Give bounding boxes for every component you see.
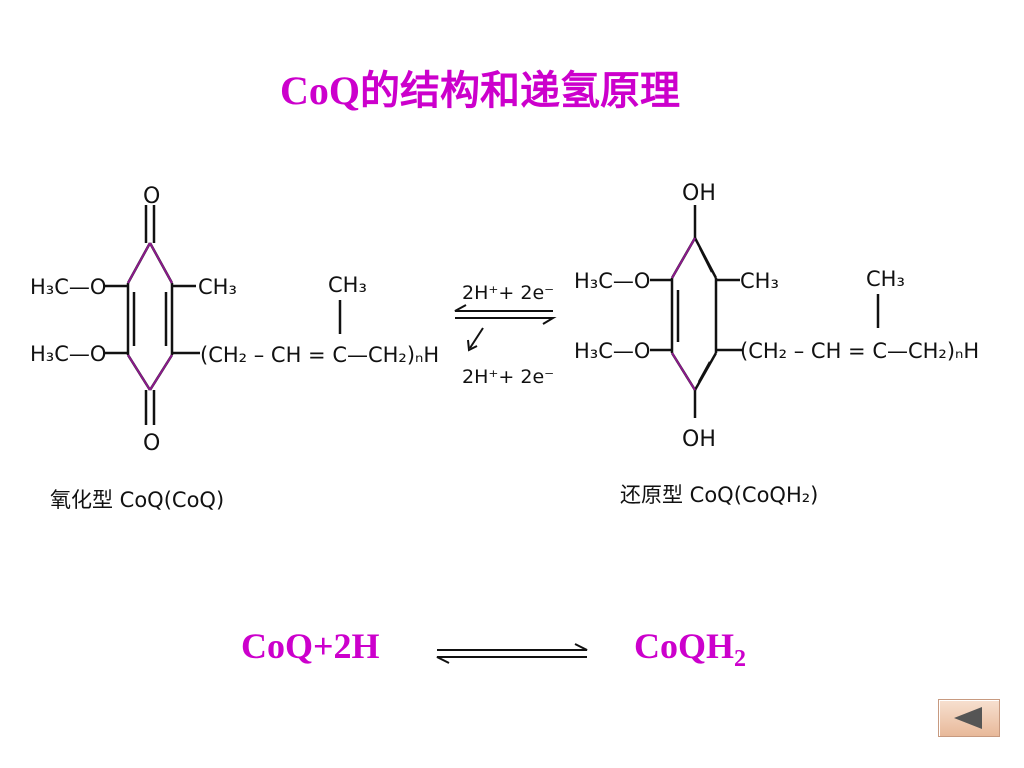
equation-left-text: CoQ+2H [241, 626, 380, 666]
equation-right: CoQH2 [634, 625, 746, 673]
equilibrium-arrows [436, 643, 588, 664]
oxidized-bottom-atom: O [143, 431, 160, 456]
reduced-chain-methyl: CH₃ [866, 267, 905, 291]
oxidized-methoxy-top: H₃C—O [30, 275, 106, 299]
reduced-bottom-group: OH [682, 427, 716, 452]
back-button[interactable] [938, 699, 1000, 737]
reduced-ring [650, 205, 880, 418]
oxidized-caption: 氧化型 CoQ(CoQ) [50, 488, 224, 512]
reduced-ring-highlight [671, 237, 696, 391]
arrow-label-top: 2H⁺+ 2e⁻ [462, 282, 554, 304]
triangle-left-icon [954, 707, 982, 729]
oxidized-methoxy-bottom: H₃C—O [30, 342, 106, 366]
equation-left: CoQ+2H [241, 625, 380, 667]
reduced-methoxy-bottom: H₃C—O [574, 339, 650, 363]
equation-right-subscript: 2 [734, 646, 747, 673]
arrow-label-bottom: 2H⁺+ 2e⁻ [462, 366, 554, 388]
reduced-methoxy-top: H₃C—O [574, 269, 650, 293]
oxidized-chain: (CH₂ – CH = C—CH₂)ₙH [200, 343, 439, 367]
reaction-arrows [454, 304, 557, 352]
page-title: CoQ的结构和递氢原理 [280, 68, 680, 113]
oxidized-ring [105, 205, 342, 425]
oxidized-chain-methyl: CH₃ [328, 273, 367, 297]
reduced-methyl: CH₃ [740, 269, 779, 293]
reduced-chain: (CH₂ – CH = C—CH₂)ₙH [740, 339, 979, 363]
oxidized-ring-highlight [127, 242, 173, 391]
equation-right-text: CoQH [634, 626, 735, 666]
reduced-caption: 还原型 CoQ(CoQH₂) [620, 483, 818, 507]
oxidized-methyl: CH₃ [198, 275, 237, 299]
oxidized-top-atom: O [143, 184, 160, 209]
reduced-top-group: OH [682, 181, 716, 206]
